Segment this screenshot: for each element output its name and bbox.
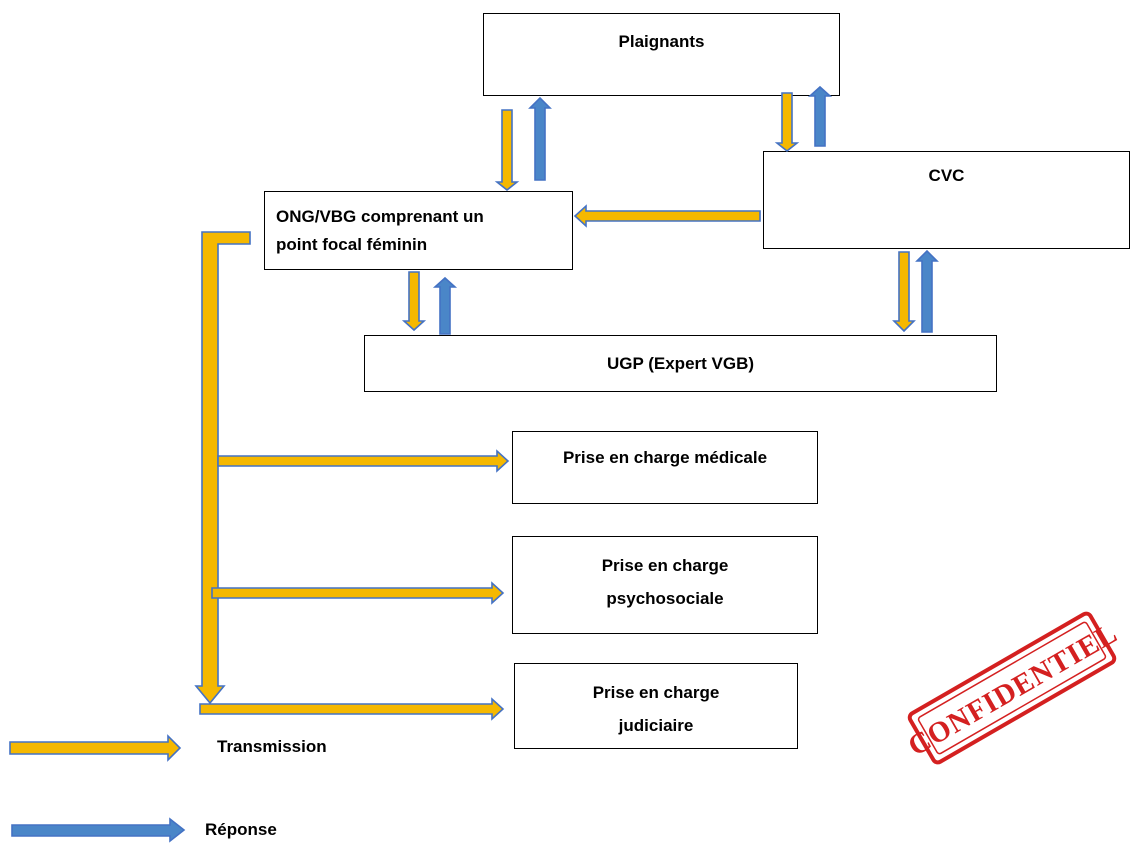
plaignants-box: Plaignants bbox=[483, 13, 840, 96]
confidentiel-stamp: CONFIDENTIEL bbox=[903, 611, 1123, 765]
arrow-transmission-plaignants-ong bbox=[494, 109, 520, 192]
arrow-transmission-to-judiciaire bbox=[199, 697, 505, 721]
arrow-transmission-to-psychosociale bbox=[211, 581, 505, 605]
psychosociale-label-line2: psychosociale bbox=[606, 589, 724, 608]
arrow-transmission-ong-vertical bbox=[194, 231, 251, 705]
ugp-box: UGP (Expert VGB) bbox=[364, 335, 997, 392]
arrow-transmission-cvc-ong bbox=[573, 204, 761, 228]
arrow-reponse-ugp-cvc bbox=[915, 249, 939, 333]
judiciaire-label-line2: judiciaire bbox=[618, 716, 694, 735]
psychosociale-box: Prise en charge psychosociale bbox=[512, 536, 818, 634]
ong-vbg-label-line2: point focal féminin bbox=[276, 235, 428, 254]
psychosociale-label-line1: Prise en charge bbox=[601, 556, 729, 575]
ong-vbg-label-line1: ONG/VBG comprenant un bbox=[276, 207, 484, 226]
cvc-box: CVC bbox=[763, 151, 1130, 249]
judiciaire-box: Prise en charge judiciaire bbox=[514, 663, 798, 749]
medicale-label: Prise en charge médicale bbox=[562, 448, 768, 467]
judiciaire-label-line1: Prise en charge bbox=[592, 683, 720, 702]
arrow-transmission-plaignants-cvc bbox=[774, 92, 800, 153]
arrow-transmission-to-medicale bbox=[217, 449, 510, 473]
legend-transmission-arrow bbox=[9, 734, 182, 762]
ong-vbg-box: ONG/VBG comprenant un point focal fémini… bbox=[264, 191, 573, 270]
medicale-box: Prise en charge médicale bbox=[512, 431, 818, 504]
arrow-reponse-ugp-ong bbox=[432, 276, 458, 335]
legend-reponse-label: Réponse bbox=[205, 820, 277, 839]
arrow-transmission-ong-ugp bbox=[401, 271, 427, 332]
cvc-label: CVC bbox=[928, 166, 965, 185]
plaignants-label: Plaignants bbox=[618, 32, 705, 51]
arrow-reponse-cvc-plaignants bbox=[807, 85, 833, 147]
confidentiel-stamp-text: CONFIDENTIEL bbox=[903, 617, 1123, 763]
legend-reponse-arrow bbox=[11, 817, 186, 843]
ugp-label: UGP (Expert VGB) bbox=[606, 354, 755, 373]
legend-transmission-label: Transmission bbox=[217, 737, 327, 756]
arrow-transmission-cvc-ugp bbox=[892, 251, 916, 333]
arrow-reponse-ong-plaignants bbox=[528, 96, 552, 181]
